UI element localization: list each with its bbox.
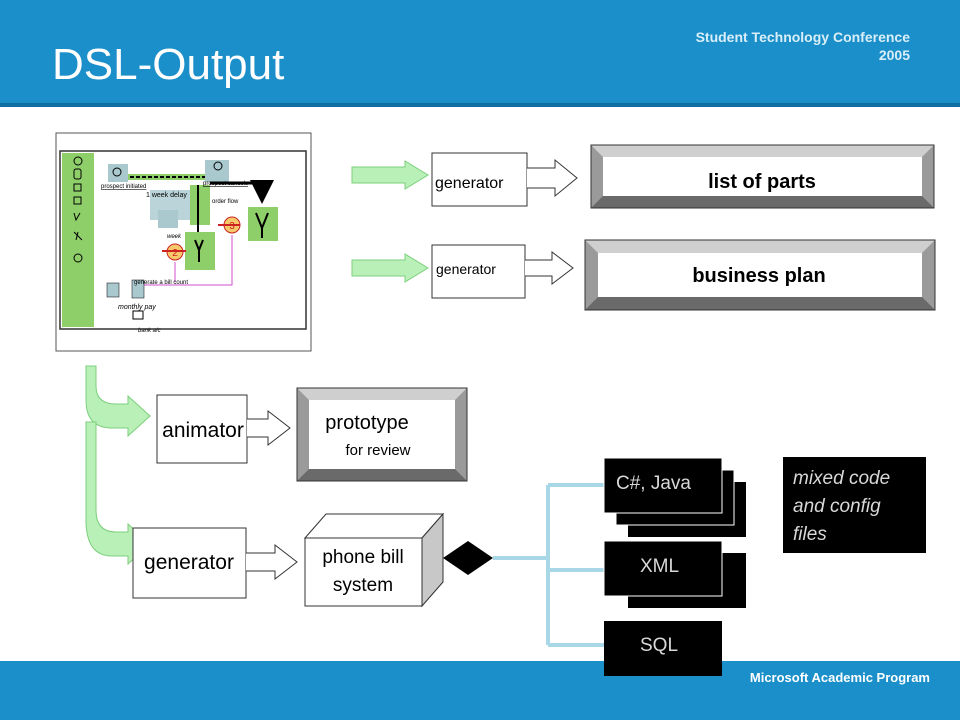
- conference-year: 2005: [878, 47, 910, 63]
- aggregation-diamond: [443, 541, 493, 575]
- thumb-label-order-flow: order flow: [212, 199, 239, 205]
- business-plan-box: business plan: [584, 239, 936, 311]
- mixed-line-1: mixed code: [793, 468, 890, 489]
- xml-files: XML: [603, 540, 746, 608]
- generator-bottom-box: [132, 527, 247, 599]
- phone-bill-label-1: phone bill: [322, 547, 403, 568]
- thumb-label-bill-count: generate a bill count: [134, 280, 188, 286]
- prototype-box: prototype for review: [296, 387, 468, 482]
- generator-top-label: generator: [435, 175, 504, 192]
- mixed-line-3: files: [793, 524, 827, 545]
- arrow-generator-to-plan: [525, 250, 574, 286]
- generator-bottom-label: generator: [144, 551, 234, 574]
- thumb-label-prospect-cancels: prospect cancels: [203, 181, 248, 187]
- csharp-java-label: C#, Java: [616, 473, 691, 494]
- node-number-3: 3: [229, 221, 235, 232]
- thumb-label-week-delay: 1 week delay: [146, 192, 187, 199]
- phone-bill-label-2: system: [333, 575, 393, 596]
- thumb-label-prospect-initiated: prospect initiated: [101, 184, 146, 190]
- mixed-line-2: and config: [793, 496, 881, 517]
- thumb-label-week: week: [167, 234, 182, 240]
- csharp-java-files: C#, Java: [603, 457, 746, 537]
- xml-label: XML: [640, 556, 679, 577]
- thumbnail-toolbox: [62, 153, 94, 327]
- arrow-model-to-generator-mid: [351, 253, 429, 283]
- toolbox-icons: [73, 156, 83, 263]
- footer-bar: [0, 661, 960, 720]
- slide-title: DSL-Output: [52, 40, 285, 89]
- animator-box: [156, 394, 248, 464]
- list-of-parts-label: list of parts: [708, 171, 816, 193]
- footer-program: Microsoft Academic Program: [749, 670, 930, 685]
- arrow-model-to-generator-top: [351, 160, 429, 190]
- mixed-code-note: mixed code and config files: [783, 457, 926, 553]
- header-rule: [0, 103, 960, 107]
- arrow-generator-to-phonebill: [246, 543, 298, 581]
- generator-mid-label: generator: [436, 261, 496, 277]
- generator-top-box: [431, 152, 528, 207]
- sql-files: SQL: [604, 621, 722, 676]
- prototype-sublabel: for review: [345, 442, 410, 459]
- arrow-generator-to-list: [527, 158, 578, 198]
- list-of-parts-box: list of parts: [590, 144, 935, 209]
- phone-bill-system-box: phone bill system: [303, 512, 445, 608]
- node-number-2: 2: [172, 248, 178, 259]
- business-plan-label: business plan: [692, 265, 825, 287]
- header-bar: [0, 0, 960, 103]
- generator-mid-box: [431, 244, 526, 299]
- prospect-node: [108, 164, 128, 182]
- arrow-model-to-animator: [85, 365, 151, 438]
- arrow-animator-to-prototype: [247, 409, 291, 447]
- model-thumbnail: 2 3 prospect initiated 1 week delay pros…: [55, 132, 312, 352]
- sql-label: SQL: [640, 635, 678, 656]
- prototype-label: prototype: [325, 412, 408, 434]
- conference-label: Student Technology Conference 2005: [696, 28, 910, 64]
- composition-connectors: [493, 483, 605, 647]
- thumb-label-bank: bank a/c: [138, 328, 161, 334]
- animator-label: animator: [162, 419, 244, 442]
- thumb-label-monthly-pay: monthly pay: [118, 304, 156, 311]
- conference-name: Student Technology Conference: [695, 29, 910, 45]
